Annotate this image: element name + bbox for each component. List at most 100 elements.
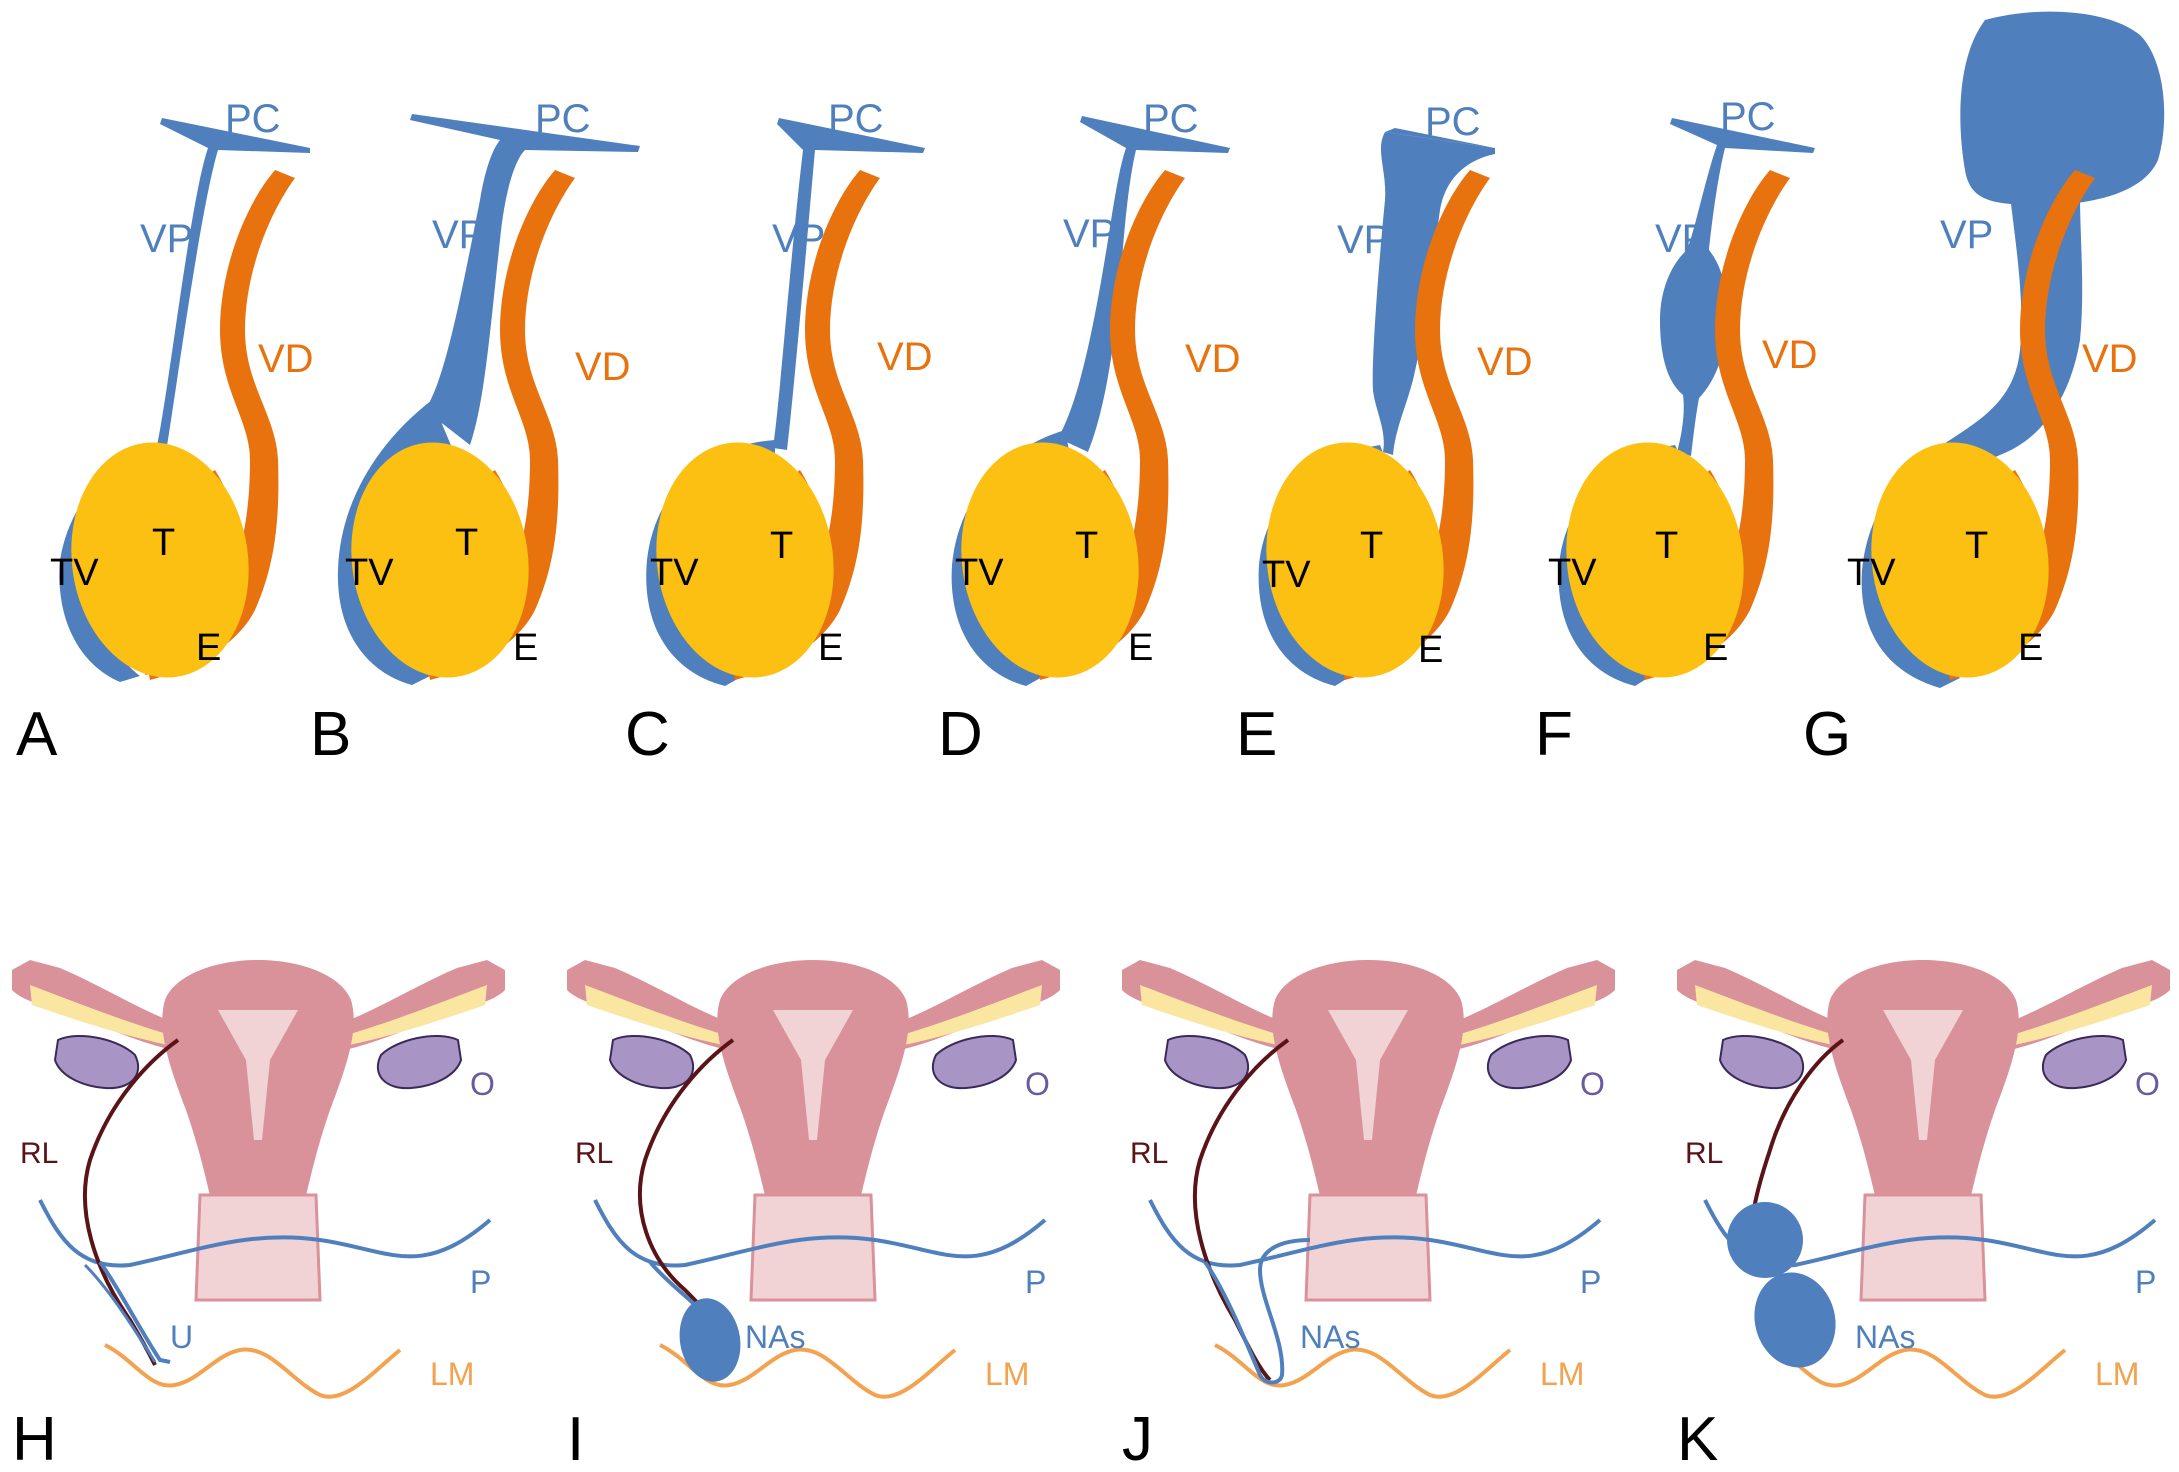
label-lm: LM [430,1356,474,1392]
panel-letter-f: F [1535,700,1573,769]
label-vp: VP [1063,212,1116,256]
panel-letter-i: I [567,1405,584,1472]
label-lm: LM [985,1356,1029,1392]
label-t: T [1360,525,1383,567]
label-e: E [818,627,843,669]
label-vd: VD [1477,340,1533,384]
label-e: E [513,627,538,669]
panel-letter-k: K [1677,1405,1718,1472]
peritoneum-line [593,1199,1047,1268]
fallopian-tube-right-lumen [902,985,1042,1045]
ovary-right [376,1034,463,1090]
uterine-cavity [773,1010,853,1140]
panel-e [1251,128,1495,690]
label-t: T [455,522,478,564]
label-rl: RL [575,1137,613,1170]
levator-muscle [659,1343,957,1399]
cervix [1304,1193,1432,1302]
label-vp: VP [1655,217,1708,261]
label-vd: VD [877,335,933,379]
round-ligament [637,1038,735,1321]
panel-b [336,114,640,690]
label-e: E [1418,629,1443,671]
cervix [1859,1193,1987,1302]
label-vd: VD [1762,333,1818,377]
ovary-right [1486,1034,1573,1090]
panel-f [1551,118,1815,690]
peritoneum-line [1148,1199,1602,1268]
label-vp: VP [772,217,825,261]
label-p: P [1025,1264,1046,1300]
processus-vaginalis [773,118,925,450]
panel-a [56,118,310,690]
label-tv: TV [345,552,394,594]
label-rl: RL [1130,1137,1168,1170]
label-vp: VP [140,217,193,261]
panel-letter-h: H [12,1405,57,1472]
cervix [749,1193,877,1302]
canal-nuck [648,1260,697,1307]
label-vd: VD [1185,337,1241,381]
nuck-cyst-lower [1754,1272,1836,1368]
label-tv: TV [1262,554,1311,596]
label-t: T [152,522,175,564]
label-pc: PC [225,97,281,141]
peritoneum-line [38,1199,492,1268]
label-pc: PC [1425,100,1481,144]
label-nas: NAs [745,1319,805,1355]
fallopian-tube-left-lumen [1695,985,1835,1045]
label-e: E [2018,627,2043,669]
fallopian-tube-right-lumen [2012,985,2152,1045]
male-panel-letters: A B C D E F G [16,700,1851,769]
processus-vaginalis [1372,132,1495,455]
processus-vaginalis [410,114,640,445]
levator-muscle [1769,1343,2067,1399]
male-labels: PC VP VD TV T E PC VP VD TV T E PC VP VD… [50,95,2138,671]
uterine-cavity [1883,1010,1963,1140]
label-vd: VD [575,345,631,389]
canal-nuck-open [1203,1238,1311,1385]
panel-letter-b: B [310,700,351,769]
fallopian-tube-left-lumen [585,985,725,1045]
ovary-left [53,1034,140,1090]
label-tv: TV [50,552,99,594]
label-p: P [1580,1264,1601,1300]
processus-vaginalis [1660,118,1815,456]
label-t: T [1965,525,1988,567]
label-t: T [1655,525,1678,567]
round-ligament [1751,1038,1845,1216]
label-tv: TV [955,552,1004,594]
label-vp: VP [432,213,485,257]
nuck-cyst-upper [1727,1202,1803,1278]
fallopian-tube-right-lumen [1457,985,1597,1045]
panel-letter-e: E [1236,700,1277,769]
label-t: T [1075,525,1098,567]
fallopian-tube-left-lumen [30,985,170,1045]
panel-letter-a: A [16,700,58,769]
fallopian-tube-right-lumen [347,985,487,1045]
label-e: E [196,627,221,669]
label-nas: NAs [1300,1319,1360,1355]
panel-g [1856,11,2165,690]
canal-nuck [98,1260,171,1364]
label-pc: PC [828,97,884,141]
label-tv: TV [1847,552,1896,594]
uterine-cavity [1328,1010,1408,1140]
label-e: E [1703,627,1728,669]
label-p: P [2135,1264,2156,1300]
label-rl: RL [20,1137,58,1170]
ovary-left [608,1034,695,1090]
label-t: T [770,525,793,567]
label-nas: NAs [1855,1319,1915,1355]
panel-letter-j: J [1122,1405,1153,1472]
label-e: E [1128,627,1153,669]
ovary-right [931,1034,1018,1090]
label-vd: VD [2082,337,2138,381]
label-lm: LM [2095,1356,2139,1392]
label-vd: VD [258,337,314,381]
fallopian-tube-left-lumen [1140,985,1280,1045]
label-tv: TV [650,552,699,594]
